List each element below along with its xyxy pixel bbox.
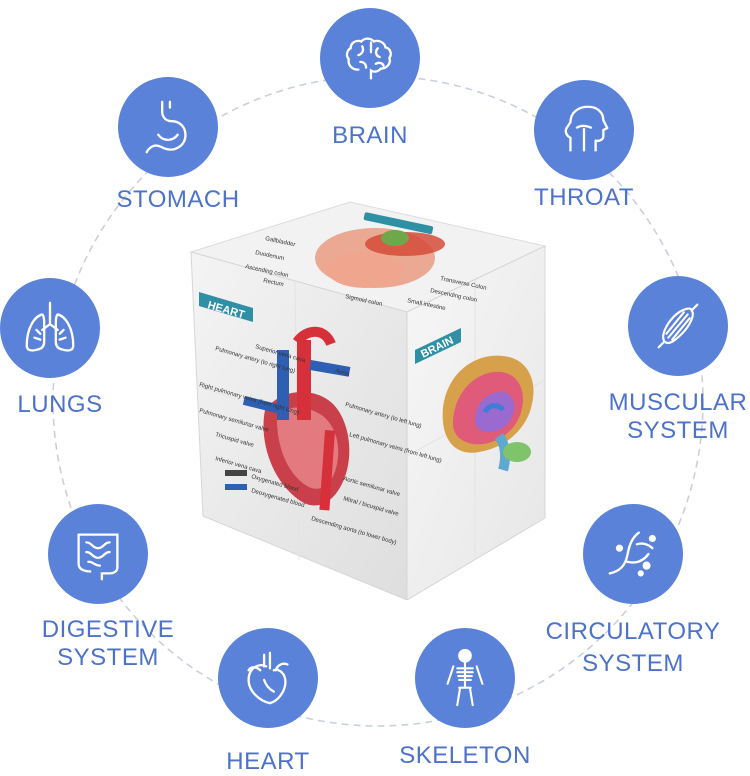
circulatory-node[interactable] — [583, 504, 683, 604]
brain-title-tag — [415, 328, 461, 364]
top-label-1: Duodenum — [255, 250, 285, 262]
throat-icon — [564, 105, 609, 152]
digestive-node[interactable] — [48, 504, 148, 604]
lungs-node[interactable] — [0, 278, 100, 378]
brain-node[interactable] — [320, 8, 420, 108]
brain-illustration — [442, 355, 534, 472]
lungs-label: LUNGS — [17, 391, 103, 418]
heart-node[interactable] — [218, 628, 318, 728]
throat-label: THROAT — [534, 184, 634, 211]
anatomy-cube: Gallbladder Duodenum Ascending colon Tra… — [189, 201, 547, 600]
skeleton-node[interactable] — [415, 628, 515, 728]
skeleton-label: SKELETON — [399, 742, 531, 769]
stomach-node[interactable] — [118, 77, 218, 177]
skeleton-icon — [446, 648, 484, 707]
heart-illustration — [225, 326, 351, 511]
top-label-7: Rectum — [263, 278, 284, 288]
heart-icon — [247, 651, 289, 705]
blood-vessel-icon — [608, 531, 656, 577]
muscle-icon — [657, 303, 699, 349]
lungs-icon — [25, 301, 75, 352]
brain-icon — [345, 37, 392, 80]
heart-title-tag — [199, 292, 253, 322]
intestine-icon — [77, 533, 119, 581]
stomach-icon — [145, 100, 187, 154]
throat-node[interactable] — [534, 80, 634, 180]
brain-label: BRAIN — [332, 122, 408, 149]
top-face-digestive-art — [315, 212, 445, 288]
stomach-label: STOMACH — [116, 186, 240, 213]
heart-label-1: Aorta — [334, 368, 350, 378]
muscular-node[interactable] — [628, 276, 728, 376]
heart-label: HEART — [226, 748, 310, 775]
